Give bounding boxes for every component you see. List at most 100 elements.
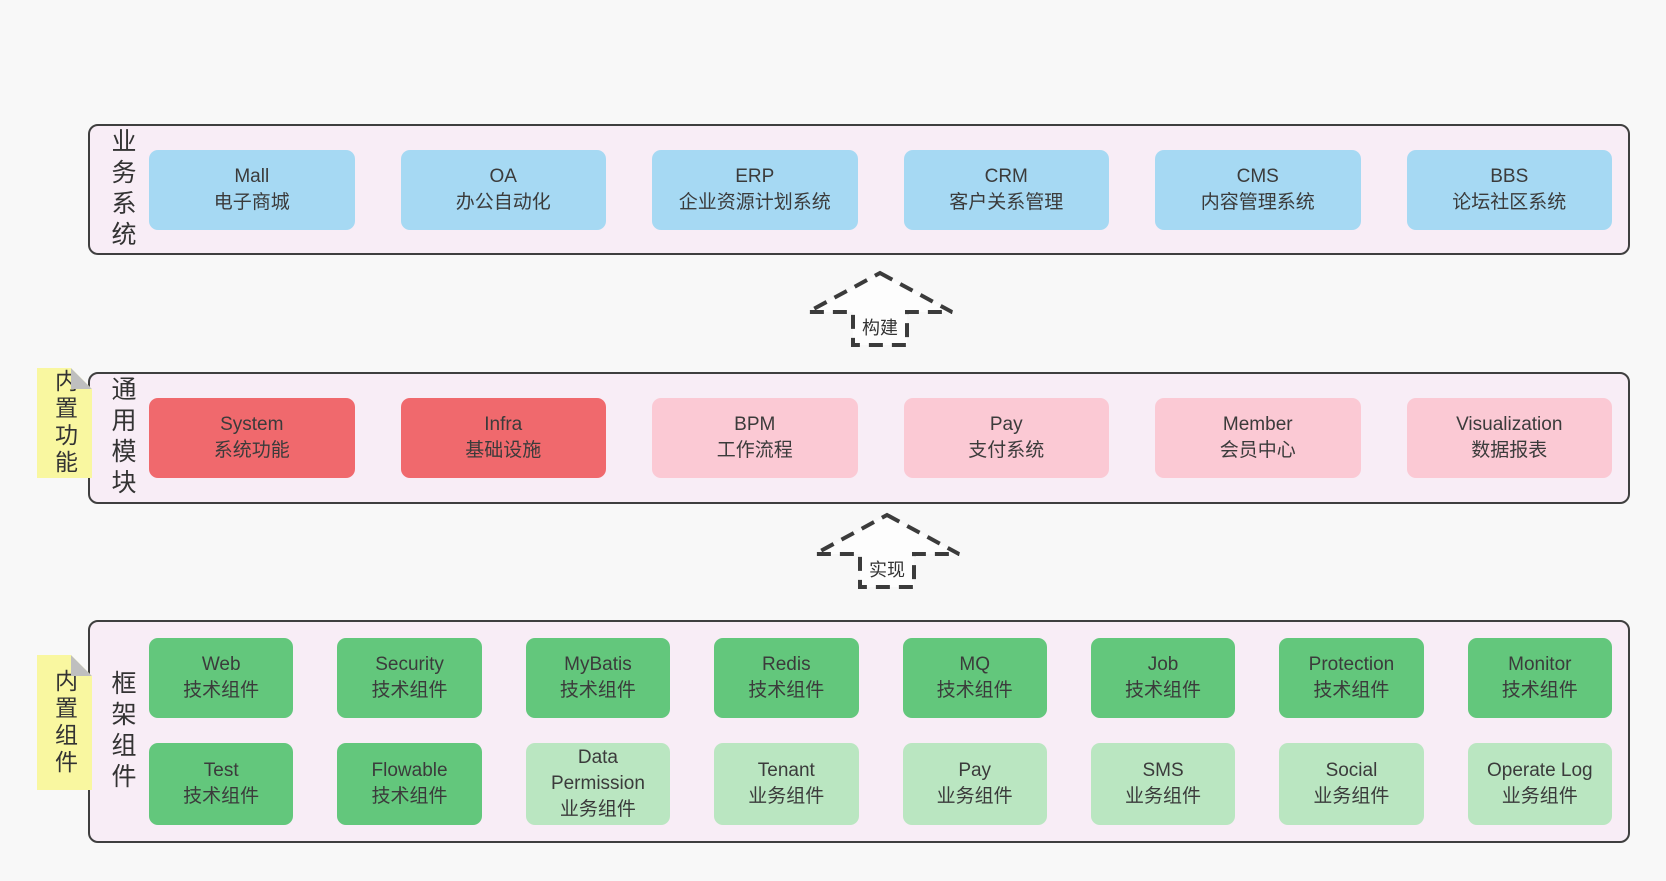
layer-common-modules: 通用模块 System 系统功能 Infra 基础设施 BPM 工作流程 Pay… — [88, 372, 1630, 504]
card-pay-component: Pay 业务组件 — [902, 743, 1047, 825]
sticky-note-built-in-components: 内置组件 — [37, 655, 92, 790]
card-bbs: BBS 论坛社区系统 — [1406, 149, 1612, 230]
component-cards-grid: Web 技术组件 Security 技术组件 MyBatis 技术组件 Redi… — [149, 638, 1612, 825]
card-test: Test 技术组件 — [149, 743, 294, 825]
card-title: Monitor — [1508, 654, 1572, 675]
layer-label-modules: 通用模块 — [108, 376, 136, 500]
card-title: CRM — [984, 165, 1028, 187]
card-subtitle: 会员中心 — [1219, 440, 1296, 461]
card-subtitle: 技术组件 — [371, 786, 448, 807]
card-member: Member 会员中心 — [1155, 398, 1361, 478]
card-crm: CRM 客户关系管理 — [903, 149, 1109, 230]
card-title: Member — [1222, 414, 1293, 435]
sticky-label: 内置功能 — [51, 369, 78, 477]
card-title: OA — [489, 165, 517, 187]
card-operate-log: Operate Log 业务组件 — [1467, 743, 1612, 825]
layer-business-systems: 业务系统 Mall 电子商城 OA 办公自动化 ERP 企业资源计划系统 CRM… — [88, 124, 1630, 255]
card-subtitle: 系统功能 — [213, 440, 290, 461]
card-subtitle: 业务组件 — [936, 786, 1013, 807]
layer-label-business: 业务系统 — [108, 127, 136, 252]
card-flowable: Flowable 技术组件 — [337, 743, 482, 825]
card-title: BPM — [734, 414, 776, 435]
card-erp: ERP 企业资源计划系统 — [652, 149, 858, 230]
card-subtitle: 业务组件 — [559, 799, 636, 820]
card-mall: Mall 电子商城 — [149, 149, 355, 230]
card-bpm: BPM 工作流程 — [652, 398, 858, 478]
card-subtitle: 技术组件 — [371, 680, 448, 701]
card-mybatis: MyBatis 技术组件 — [525, 638, 671, 718]
card-title: ERP — [735, 165, 775, 187]
layer-framework-components: 框架组件 Web 技术组件 Security 技术组件 MyBatis 技术组件… — [88, 620, 1630, 843]
card-title: Flowable — [371, 760, 448, 781]
card-title: Mall — [234, 165, 270, 187]
card-title: Web — [201, 654, 241, 675]
card-title: Security — [375, 654, 444, 675]
card-protection: Protection 技术组件 — [1279, 638, 1424, 718]
business-cards-row: Mall 电子商城 OA 办公自动化 ERP 企业资源计划系统 CRM 客户关系… — [149, 149, 1612, 230]
card-title: Job — [1147, 654, 1179, 675]
card-title: CMS — [1236, 165, 1279, 187]
dashed-up-arrow-icon — [807, 270, 953, 347]
card-pay-module: Pay 支付系统 — [903, 398, 1109, 478]
dashed-up-arrow-icon — [814, 512, 960, 589]
card-social: Social 业务组件 — [1279, 743, 1424, 825]
card-subtitle: 客户关系管理 — [949, 191, 1064, 213]
card-title: Pay — [989, 414, 1023, 435]
card-subtitle: 内容管理系统 — [1200, 191, 1315, 213]
card-subtitle: 业务组件 — [1501, 786, 1578, 807]
card-redis: Redis 技术组件 — [714, 638, 859, 718]
card-subtitle: 业务组件 — [1313, 786, 1390, 807]
card-subtitle: 基础设施 — [465, 440, 542, 461]
card-security: Security 技术组件 — [337, 638, 482, 718]
card-subtitle: 技术组件 — [183, 680, 260, 701]
card-subtitle: 技术组件 — [1125, 680, 1202, 701]
card-web: Web 技术组件 — [149, 638, 294, 718]
card-title: MyBatis — [564, 654, 632, 675]
card-system: System 系统功能 — [149, 398, 355, 478]
card-title: System — [220, 414, 284, 435]
card-tenant: Tenant 业务组件 — [714, 743, 859, 825]
card-title: SMS — [1142, 760, 1184, 781]
card-title: MQ — [959, 654, 990, 675]
card-subtitle: 工作流程 — [716, 440, 793, 461]
card-title: Data Permission — [550, 747, 645, 794]
card-cms: CMS 内容管理系统 — [1155, 149, 1361, 230]
card-title: Tenant — [757, 760, 815, 781]
layer-label-components: 框架组件 — [108, 669, 136, 794]
card-infra: Infra 基础设施 — [400, 398, 606, 478]
card-subtitle: 办公自动化 — [455, 191, 551, 213]
card-sms: SMS 业务组件 — [1090, 743, 1236, 825]
card-title: Test — [203, 760, 239, 781]
card-subtitle: 技术组件 — [183, 786, 260, 807]
card-subtitle: 数据报表 — [1471, 440, 1548, 461]
card-oa: OA 办公自动化 — [400, 149, 606, 230]
card-subtitle: 业务组件 — [748, 786, 825, 807]
card-subtitle: 技术组件 — [1313, 680, 1390, 701]
card-title: Infra — [484, 414, 523, 435]
card-monitor: Monitor 技术组件 — [1467, 638, 1612, 718]
card-subtitle: 支付系统 — [968, 440, 1045, 461]
card-title: Redis — [762, 654, 811, 675]
card-subtitle: 技术组件 — [1501, 680, 1578, 701]
card-title: Social — [1325, 760, 1378, 781]
arrow-build-label: 构建 — [859, 314, 901, 340]
sticky-note-built-in-features: 内置功能 — [37, 368, 92, 478]
card-title: Operate Log — [1486, 760, 1593, 781]
module-cards-row: System 系统功能 Infra 基础设施 BPM 工作流程 Pay 支付系统… — [149, 398, 1612, 478]
arrow-implement: 实现 — [812, 512, 962, 590]
card-title: Protection — [1308, 654, 1395, 675]
card-title: Pay — [958, 760, 992, 781]
card-subtitle: 业务组件 — [1125, 786, 1202, 807]
arrow-build: 构建 — [805, 270, 955, 348]
sticky-label: 内置组件 — [51, 668, 78, 777]
card-subtitle: 技术组件 — [936, 680, 1013, 701]
card-visualization: Visualization 数据报表 — [1406, 398, 1612, 478]
card-subtitle: 论坛社区系统 — [1452, 191, 1567, 213]
card-mq: MQ 技术组件 — [902, 638, 1047, 718]
card-title: Visualization — [1456, 414, 1563, 435]
arrow-implement-label: 实现 — [866, 556, 908, 582]
card-subtitle: 技术组件 — [559, 680, 636, 701]
card-subtitle: 电子商城 — [213, 191, 290, 213]
card-subtitle: 企业资源计划系统 — [678, 191, 831, 213]
